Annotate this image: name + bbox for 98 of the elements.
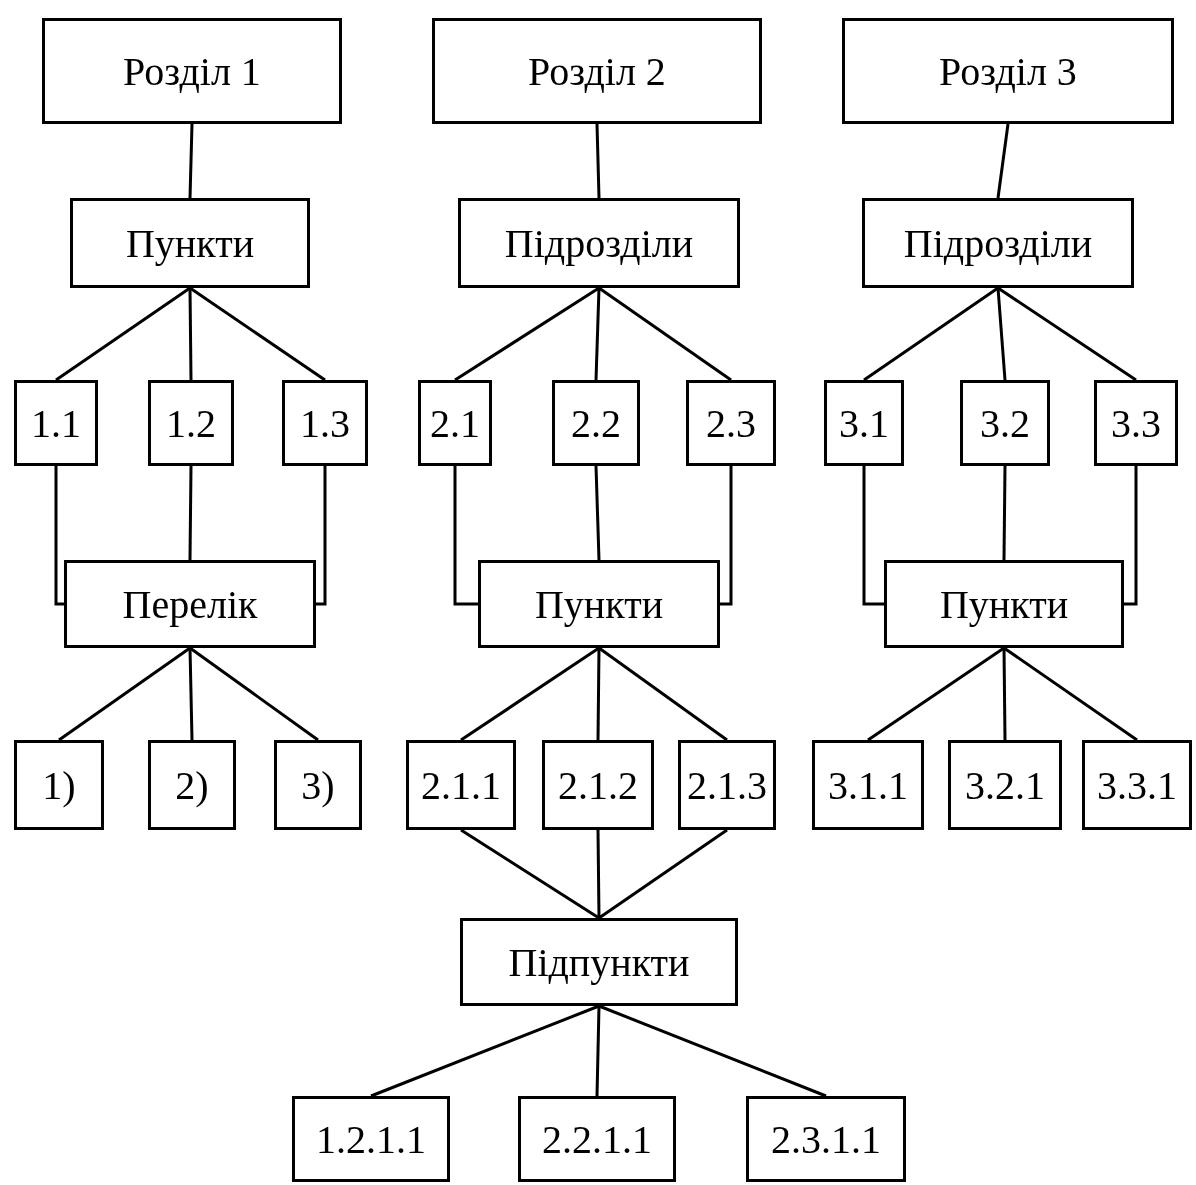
hierarchy-box	[678, 740, 776, 830]
hierarchy-box	[70, 198, 310, 288]
node-label: 1.3	[300, 399, 350, 447]
connector-line	[867, 646, 1005, 742]
hierarchy-box	[418, 380, 492, 466]
hierarchy-box	[458, 198, 740, 288]
hierarchy-box	[824, 380, 904, 466]
hierarchy-box	[842, 18, 1174, 124]
node-label: Пункти	[534, 580, 664, 628]
node-label: 2.3	[706, 399, 756, 447]
connector-line	[188, 466, 193, 560]
connector-line	[188, 288, 193, 380]
connector-line	[370, 1004, 600, 1098]
node-label: 3)	[301, 761, 335, 809]
node-label: Пункти	[939, 580, 1069, 628]
connector-line	[598, 646, 728, 742]
hierarchy-box	[552, 380, 640, 466]
hierarchy-box	[884, 560, 1124, 648]
node-label: 2.2.1.1	[542, 1115, 652, 1163]
connector-line	[55, 286, 191, 382]
hierarchy-box	[948, 740, 1062, 830]
connector-line	[188, 647, 194, 741]
hierarchy-box	[746, 1096, 906, 1182]
node-label: 3.2.1	[965, 761, 1045, 809]
hierarchy-box	[960, 380, 1050, 466]
node-label: 1.2.1.1	[316, 1115, 426, 1163]
hierarchy-box	[1094, 380, 1178, 466]
hierarchy-box	[460, 918, 738, 1006]
connector-line	[460, 646, 600, 742]
connector-line	[453, 466, 478, 606]
hierarchy-box	[282, 380, 368, 466]
connector-line	[1003, 646, 1138, 742]
hierarchy-box	[14, 740, 104, 830]
connector-line	[596, 648, 601, 740]
connector-line	[58, 646, 191, 742]
node-label: Підпункти	[508, 938, 690, 986]
hierarchy-box	[518, 1096, 676, 1182]
hierarchy-box	[148, 380, 234, 466]
node-label: 1.1	[31, 399, 81, 447]
node-label: 3.1.1	[828, 761, 908, 809]
node-label: 1.2	[166, 399, 216, 447]
node-label: Підрозділи	[903, 219, 1093, 267]
node-label: 3.3.1	[1097, 761, 1177, 809]
connector-line	[720, 466, 733, 606]
connector-line	[595, 123, 601, 199]
node-label: 2.3.1.1	[771, 1115, 881, 1163]
connector-line	[594, 287, 601, 381]
hierarchy-box	[64, 560, 316, 648]
hierarchy-box	[812, 740, 924, 830]
node-label: Розділ 3	[939, 47, 1077, 95]
connector-line	[189, 646, 319, 742]
connector-line	[598, 828, 728, 920]
node-label: 2.1	[430, 399, 480, 447]
hierarchy-box	[406, 740, 516, 830]
node-label: Підрозділи	[504, 219, 694, 267]
connector-line	[996, 123, 1010, 199]
node-label: Розділ 1	[123, 47, 261, 95]
connector-line	[996, 287, 1007, 381]
connector-line	[54, 466, 64, 606]
node-label: 1)	[42, 761, 76, 809]
connector-line	[863, 286, 999, 382]
node-label: 2.2	[571, 399, 621, 447]
hierarchy-box	[148, 740, 236, 830]
hierarchy-box	[274, 740, 362, 830]
connector-line	[454, 286, 600, 382]
node-label: 2.1.1	[421, 761, 501, 809]
hierarchy-box	[686, 380, 776, 466]
connector-line	[188, 123, 194, 199]
connector-line	[1002, 648, 1007, 740]
node-label: 3.3	[1111, 399, 1161, 447]
connector-line	[316, 466, 327, 606]
node-label: Розділ 2	[528, 47, 666, 95]
hierarchy-box	[292, 1096, 450, 1182]
hierarchy-box	[862, 198, 1134, 288]
node-label: 2)	[175, 761, 209, 809]
node-label: Перелік	[122, 580, 258, 628]
connector-line	[595, 1005, 601, 1097]
hierarchy-box	[1082, 740, 1192, 830]
connector-line	[1124, 466, 1138, 606]
connector-line	[1002, 466, 1007, 560]
connector-line	[189, 286, 326, 382]
node-label: Пункти	[125, 219, 255, 267]
connector-line	[862, 466, 884, 606]
connector-line	[598, 1004, 827, 1098]
connector-line	[997, 286, 1137, 382]
connector-line	[598, 286, 732, 382]
node-label: 2.1.3	[687, 761, 767, 809]
node-label: 2.1.2	[558, 761, 638, 809]
connector-line	[460, 828, 600, 920]
connector-line	[596, 830, 601, 918]
hierarchy-box	[478, 560, 720, 648]
connector-line	[594, 465, 601, 561]
hierarchy-box	[432, 18, 762, 124]
hierarchy-box	[42, 18, 342, 124]
hierarchy-box	[542, 740, 654, 830]
node-label: 3.2	[980, 399, 1030, 447]
hierarchy-box	[14, 380, 98, 466]
node-label: 3.1	[839, 399, 889, 447]
